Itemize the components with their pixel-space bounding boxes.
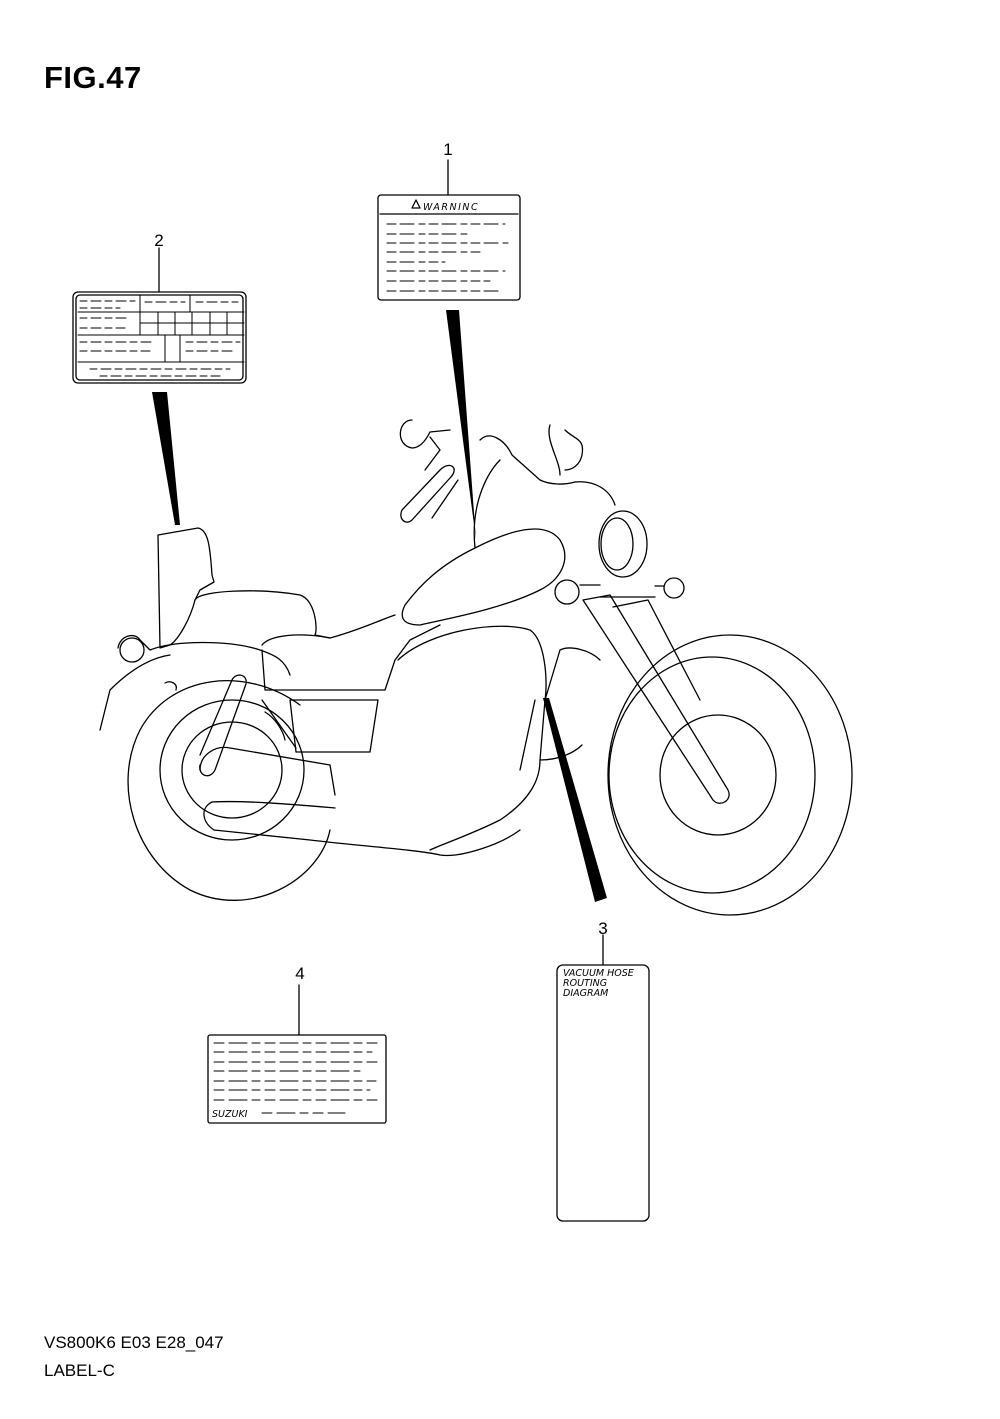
info-label (72, 291, 247, 384)
figure-name: LABEL-C (44, 1361, 115, 1380)
motorcycle-outline (99, 419, 853, 916)
hose-label-frame (556, 964, 650, 1222)
figure-code: VS800K6 E03 E28_047 (44, 1333, 224, 1352)
figure-title: FIG.47 (44, 60, 142, 95)
warning-heading: WARNINC (423, 202, 479, 213)
warning-label-frame (377, 194, 521, 301)
hose-label-line-1: VACUUM HOSE (563, 968, 634, 979)
callout-pointer-3 (543, 698, 607, 902)
callout-number-1: 1 (443, 140, 452, 159)
callout-number-2: 2 (154, 231, 163, 250)
callout-number-3: 3 (598, 919, 607, 938)
warning-triangle-icon (411, 199, 421, 209)
hose-label-line-2: ROUTING (563, 978, 607, 989)
suzuki-label-frame (207, 1034, 387, 1124)
hose-label-line-3: DIAGRAM (563, 988, 608, 999)
warning-label (377, 194, 521, 301)
hose-label (556, 964, 650, 1222)
suzuki-brand-text: SUZUKI (212, 1109, 248, 1120)
suzuki-label (207, 1034, 387, 1124)
callout-pointer-1 (446, 310, 476, 540)
callout-number-4: 4 (295, 964, 304, 983)
callout-pointer-2 (152, 392, 180, 525)
